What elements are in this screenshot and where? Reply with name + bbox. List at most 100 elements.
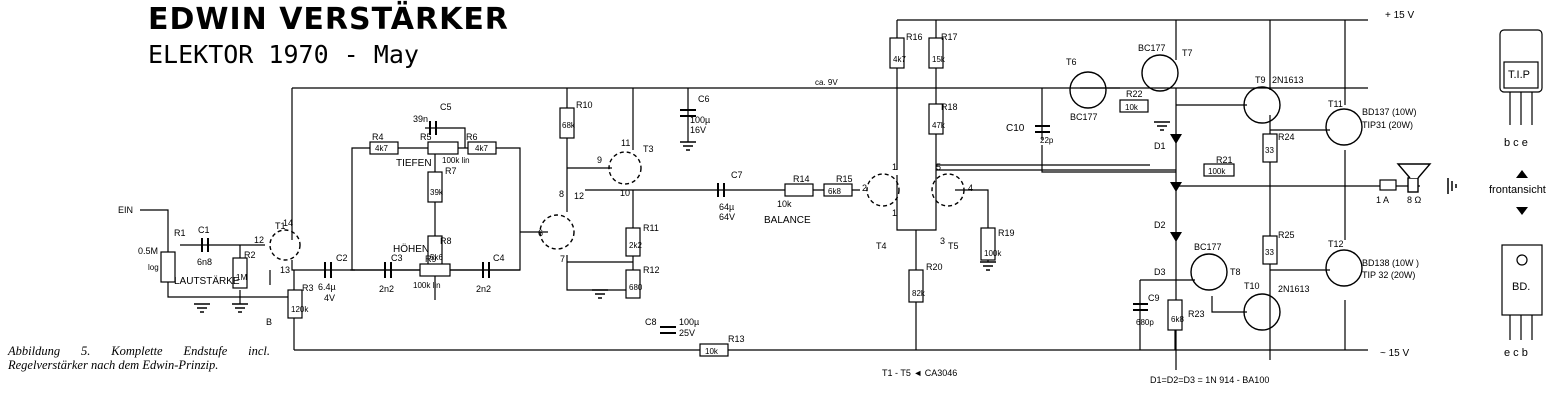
package-drawings	[1499, 29, 1543, 340]
t7-type: BC177	[1138, 43, 1166, 53]
t11-type-b: TIP31 (20W)	[1362, 120, 1413, 130]
rail-ca9v: ca. 9V	[815, 78, 838, 87]
diagram-title: EDWIN VERSTÄRKER	[148, 2, 509, 37]
value-c1: 6n8	[197, 257, 212, 267]
pin-1b: 1	[892, 208, 897, 218]
ca3046-note: T1 - T5 ◄ CA3046	[882, 368, 957, 378]
lautstaerke-label: LAUTSTÄRKE	[174, 275, 240, 287]
label-r18: R18	[941, 102, 958, 112]
label-c7: C7	[731, 170, 743, 180]
value-r3: 120k	[291, 305, 309, 314]
value-c6b: 16V	[690, 125, 706, 135]
value-r15: 6k8	[828, 187, 841, 196]
label-c3: C3	[391, 253, 403, 263]
value-c7b: 64V	[719, 212, 735, 222]
fuse-label: 1 A	[1376, 195, 1389, 205]
capacitors	[201, 109, 1148, 334]
label-c6: C6	[698, 94, 710, 104]
value-r7: 39k	[430, 188, 444, 197]
t11-type-a: BD137 (10W)	[1362, 107, 1417, 117]
t10-type: 2N1613	[1278, 284, 1310, 294]
label-r9: R9	[425, 254, 437, 264]
pin-5: 5	[936, 162, 941, 172]
value-r4: 4k7	[375, 144, 388, 153]
label-c4: C4	[493, 253, 505, 263]
pin-12b: 12	[574, 191, 584, 201]
balance-label: BALANCE	[764, 215, 811, 226]
value-r13: 10k	[705, 347, 719, 356]
label-r6: R6	[466, 132, 478, 142]
label-d3: D3	[1154, 267, 1166, 277]
labels: + 15 V ~ 15 V ca. 9V EIN 0.5M log LAUTST…	[118, 10, 1546, 385]
diode-note: D1=D2=D3 = 1N 914 - BA100	[1150, 375, 1269, 385]
rail-minus15: ~ 15 V	[1380, 348, 1410, 359]
hoehen-label: HÖHEN	[393, 243, 429, 255]
label-t12: T12	[1328, 239, 1344, 249]
label-r24: R24	[1278, 132, 1295, 142]
value-c6a: 100µ	[690, 115, 710, 125]
label-t8: T8	[1230, 267, 1241, 277]
label-t10: T10	[1244, 281, 1260, 291]
r5-lin-label: 100k lin	[442, 156, 470, 165]
t12-type-a: BD138 (10W )	[1362, 258, 1419, 268]
value-c8a: 100µ	[679, 317, 699, 327]
value-r24: 33	[1265, 146, 1274, 155]
label-r12: R12	[643, 265, 660, 275]
pin-4: 4	[968, 183, 973, 193]
label-r4: R4	[372, 132, 384, 142]
diodes	[1170, 134, 1182, 242]
speaker	[1396, 163, 1432, 193]
label-r21: R21	[1216, 155, 1233, 165]
label-t5: T5	[948, 241, 959, 251]
label-r15: R15	[836, 174, 853, 184]
value-r6: 4k7	[475, 144, 488, 153]
value-r19: 100k	[984, 249, 1002, 258]
value-r11: 2k2	[629, 241, 642, 250]
rail-plus15: + 15 V	[1385, 10, 1415, 21]
r1-value: 0.5M	[138, 246, 158, 256]
pin-1a: 1	[892, 162, 897, 172]
tip-package-label: T.I.P	[1508, 69, 1530, 81]
label-c10: C10	[1006, 123, 1025, 134]
frontansicht-label: frontansicht	[1489, 184, 1546, 196]
pin-6: 6	[538, 228, 543, 238]
value-r12: 680	[629, 283, 643, 292]
pin-3: 3	[940, 236, 945, 246]
figure-caption: Abbildung 5. Komplette Endstufe incl. Re…	[8, 344, 270, 372]
pin-7: 7	[560, 254, 565, 264]
pin-9: 9	[597, 155, 602, 165]
value-r21: 100k	[1208, 167, 1226, 176]
value-r2: 1M	[236, 273, 247, 282]
r9-lin-label: 100k lin	[413, 281, 441, 290]
resistor-bodies	[160, 37, 1397, 357]
bd-package-label: BD.	[1512, 281, 1530, 293]
value-r22: 10k	[1125, 103, 1139, 112]
label-r22: R22	[1126, 89, 1143, 99]
value-r8: 5k6	[430, 253, 443, 262]
value-r20: 82k	[912, 289, 926, 298]
pin-8: 8	[559, 189, 564, 199]
value-c5: 39n	[413, 114, 428, 124]
label-t9: T9	[1255, 75, 1266, 85]
value-r16: 4k7	[893, 55, 906, 64]
view-arrows	[1516, 170, 1528, 215]
value-c10: 22p	[1040, 136, 1054, 145]
ground-symbols	[194, 121, 1457, 313]
label-t4: T4	[876, 241, 887, 251]
t8-type: BC177	[1194, 242, 1222, 252]
value-c8b: 25V	[679, 328, 695, 338]
label-r14: R14	[793, 174, 810, 184]
label-r7: R7	[445, 166, 457, 176]
label-t7: T7	[1182, 48, 1193, 58]
pin-10: 10	[620, 188, 630, 198]
value-c3: 2n2	[379, 284, 394, 294]
pin-2: 2	[862, 183, 867, 193]
label-d2: D2	[1154, 220, 1166, 230]
pin-12a: 12	[254, 235, 264, 245]
value-r23: 6k8	[1171, 315, 1184, 324]
label-r25: R25	[1278, 230, 1295, 240]
label-t3: T3	[643, 144, 654, 154]
diagram-subtitle: ELEKTOR 1970 - May	[148, 40, 419, 69]
value-r14: 10k	[777, 199, 792, 209]
